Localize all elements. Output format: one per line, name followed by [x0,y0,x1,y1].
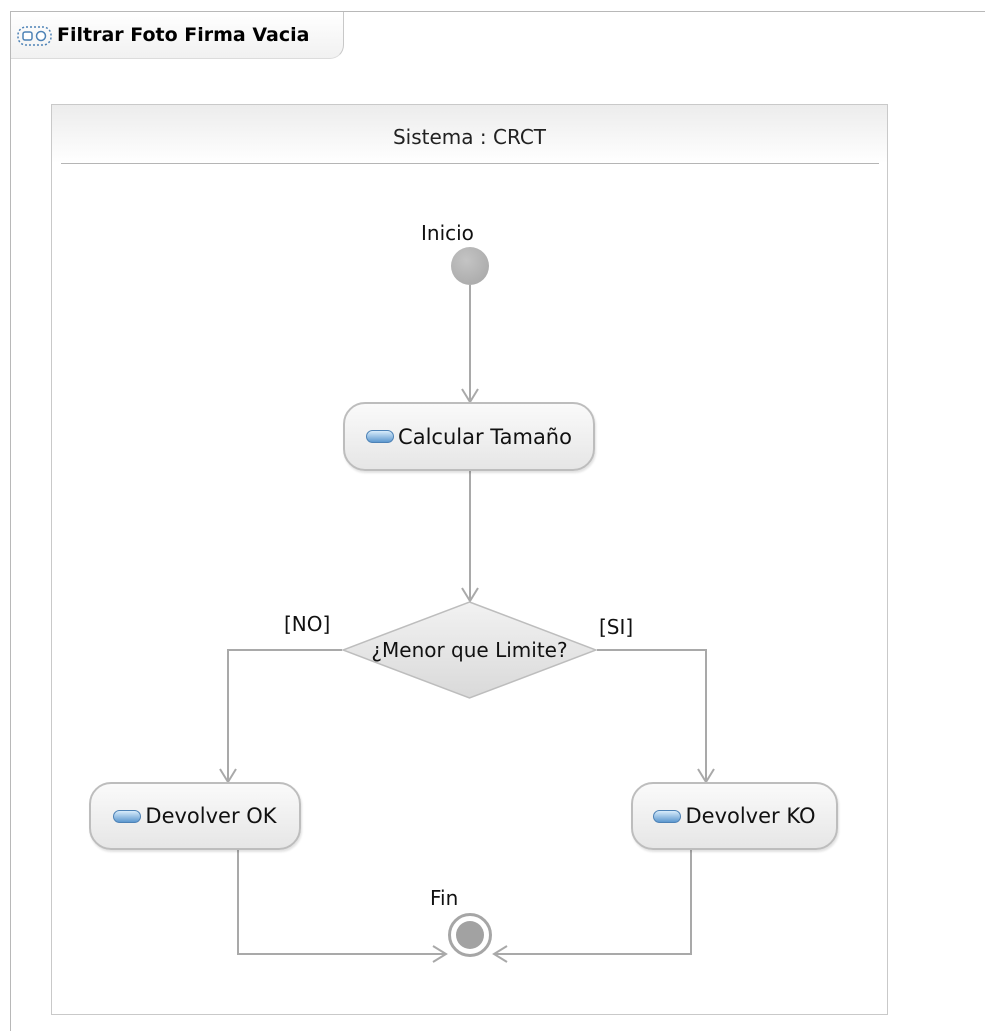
partition-title: Sistema : CRCT [392,125,547,149]
final-node-inner [456,921,484,949]
action-icon [113,809,142,823]
action-label: Devolver KO [685,804,816,828]
action-icon [366,430,395,443]
final-node[interactable] [448,913,492,957]
flow-inicio-to-calcular [461,285,479,404]
flow-calcular-to-decision [461,471,479,603]
partition-header [52,105,887,163]
action-devolver-ko[interactable]: Devolver KO [631,782,838,850]
initial-node-label: Inicio [421,221,474,245]
flow-ko-to-fin [492,850,692,963]
diagram-tab[interactable]: Filtrar Foto Firma Vacia [11,12,344,59]
flow-decision-no-to-ok [219,649,342,784]
editor-frame-left [10,11,11,1031]
editor-frame-top [10,11,985,12]
decision-label: ¿Menor que Limite? [371,638,568,662]
flow-decision-si-to-ko [597,649,715,784]
decision-node[interactable] [342,601,597,699]
guard-no: [NO] [284,612,331,636]
guard-si: [SI] [599,615,634,639]
action-label: Calcular Tamaño [398,424,572,449]
action-label: Devolver OK [145,804,277,828]
action-icon [653,809,682,823]
diagram-title: Filtrar Foto Firma Vacia [57,24,310,46]
action-devolver-ok[interactable]: Devolver OK [89,782,301,850]
final-node-label: Fin [430,886,459,910]
initial-node[interactable] [451,247,489,285]
partition-divider [61,163,879,164]
activity-diagram-icon [17,26,52,46]
action-calcular-tamano[interactable]: Calcular Tamaño [343,402,595,471]
flow-ok-to-fin [237,850,448,963]
